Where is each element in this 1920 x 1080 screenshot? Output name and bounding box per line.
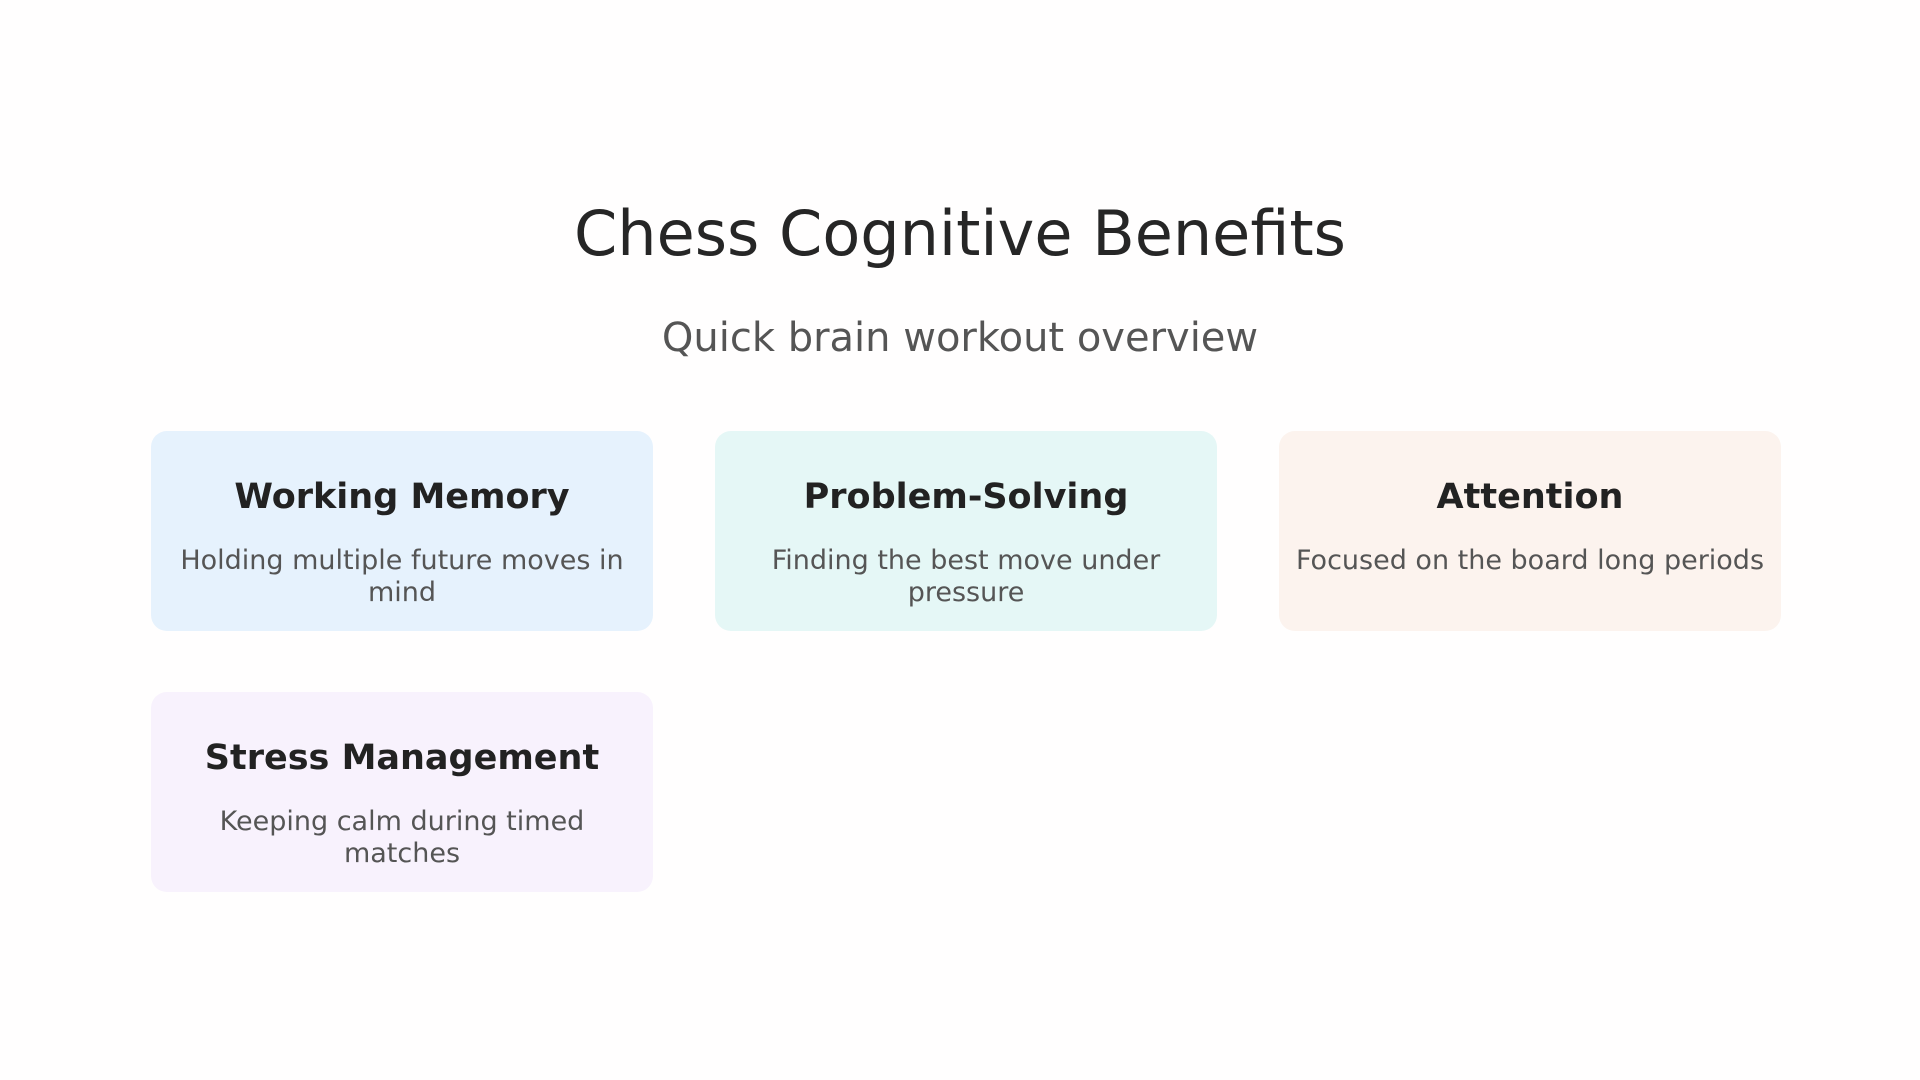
card-title: Stress Management	[204, 738, 600, 778]
card-description: Keeping calm during timed matches	[219, 806, 585, 869]
card-attention: Attention Focused on the board long peri…	[1279, 431, 1781, 631]
card-description: Holding multiple future moves in mind	[180, 545, 624, 608]
card-description: Focused on the board long periods	[1295, 545, 1765, 576]
card-title: Problem-Solving	[803, 477, 1129, 517]
benefit-cards-grid: Working Memory Holding multiple future m…	[151, 431, 1781, 892]
card-problem-solving: Problem-Solving Finding the best move un…	[715, 431, 1217, 631]
card-description: Finding the best move under pressure	[771, 545, 1161, 608]
card-title: Attention	[1436, 477, 1624, 517]
page-title: Chess Cognitive Benefits	[573, 197, 1346, 270]
card-working-memory: Working Memory Holding multiple future m…	[151, 431, 653, 631]
page-subtitle: Quick brain workout overview	[661, 315, 1259, 361]
card-stress-management: Stress Management Keeping calm during ti…	[151, 692, 653, 892]
card-title: Working Memory	[234, 477, 570, 517]
